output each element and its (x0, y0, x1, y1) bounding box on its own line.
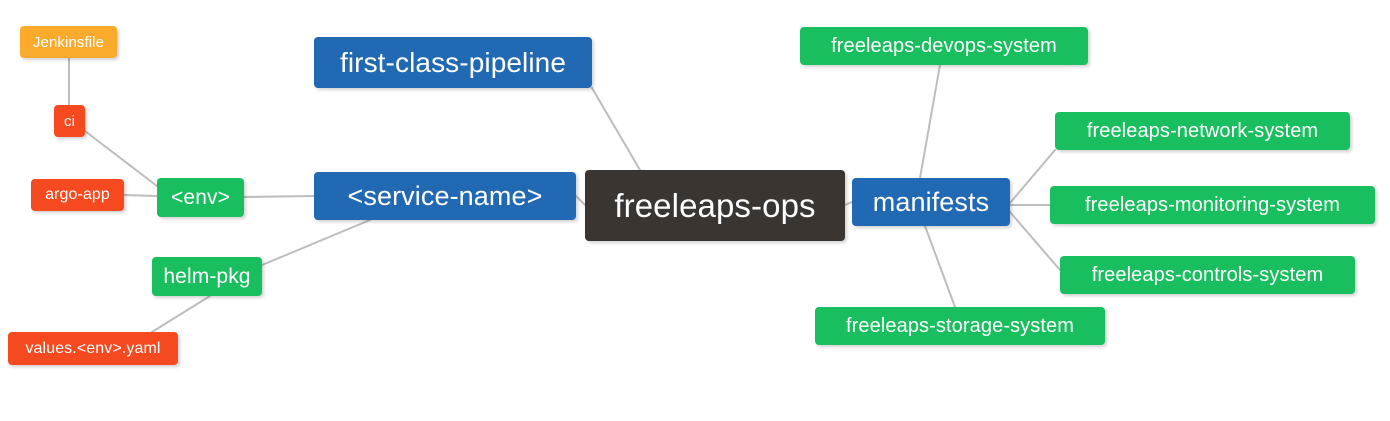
edge-freeleaps-ops-to-manifests (844, 201, 853, 206)
node-first-class-pipeline[interactable]: first-class-pipeline (314, 37, 592, 88)
node-ci[interactable]: ci (54, 105, 85, 137)
node-helm-pkg[interactable]: helm-pkg (152, 257, 262, 296)
node-label-freeleaps-storage-system: freeleaps-storage-system (845, 315, 1075, 337)
edge-manifests-to-freeleaps-network-system (1009, 149, 1056, 204)
edge-helm-pkg-to-values-env-yaml (151, 295, 211, 333)
node-values-env-yaml[interactable]: values.<env>.yaml (8, 332, 178, 365)
node-freeleaps-controls-system[interactable]: freeleaps-controls-system (1060, 256, 1355, 294)
edge-freeleaps-ops-to-service-name (575, 195, 586, 206)
node-label-freeleaps-ops: freeleaps-ops (614, 187, 816, 224)
node-label-freeleaps-network-system: freeleaps-network-system (1086, 120, 1319, 142)
node-argo-app[interactable]: argo-app (31, 179, 124, 211)
node-label-argo-app: argo-app (45, 186, 110, 203)
node-label-freeleaps-devops-system: freeleaps-devops-system (831, 35, 1057, 57)
node-freeleaps-ops[interactable]: freeleaps-ops (585, 170, 845, 241)
node-manifests[interactable]: manifests (852, 178, 1010, 226)
node-label-freeleaps-controls-system: freeleaps-controls-system (1091, 264, 1324, 286)
edge-service-name-to-env (243, 195, 315, 198)
node-freeleaps-network-system[interactable]: freeleaps-network-system (1055, 112, 1350, 150)
node-label-manifests: manifests (872, 186, 990, 217)
node-env[interactable]: <env> (157, 178, 244, 217)
edge-manifests-to-freeleaps-storage-system (924, 225, 956, 308)
edge-freeleaps-ops-to-first-class-pipeline (591, 87, 641, 171)
node-label-service-name: <service-name> (347, 180, 543, 211)
edge-manifests-to-freeleaps-devops-system (919, 64, 941, 179)
node-label-first-class-pipeline: first-class-pipeline (339, 46, 567, 78)
node-freeleaps-devops-system[interactable]: freeleaps-devops-system (800, 27, 1088, 65)
node-freeleaps-monitoring-system[interactable]: freeleaps-monitoring-system (1050, 186, 1375, 224)
node-label-freeleaps-monitoring-system: freeleaps-monitoring-system (1084, 194, 1340, 216)
node-service-name[interactable]: <service-name> (314, 172, 576, 220)
edge-env-to-ci (84, 130, 158, 187)
node-label-jenkinsfile: Jenkinsfile (32, 33, 105, 51)
node-label-values-env-yaml: values.<env>.yaml (25, 339, 161, 357)
edge-env-to-argo-app (123, 194, 158, 197)
node-freeleaps-storage-system[interactable]: freeleaps-storage-system (815, 307, 1105, 345)
node-label-helm-pkg: helm-pkg (163, 265, 251, 288)
edge-service-name-to-helm-pkg (261, 219, 371, 266)
node-label-ci: ci (63, 112, 76, 130)
node-label-env: <env> (171, 186, 230, 209)
node-jenkinsfile[interactable]: Jenkinsfile (20, 26, 117, 58)
